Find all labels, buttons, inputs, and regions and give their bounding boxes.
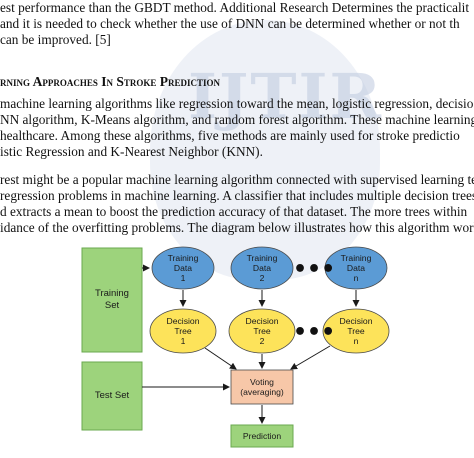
training-data-n-line2: Data (346, 263, 366, 273)
paragraph3-line1: rest might be a popular machine learning… (0, 172, 474, 187)
decision-tree-2-line3: 2 (259, 336, 265, 346)
decision-tree-n-ellipse (322, 308, 390, 354)
test-set-label: Test Set (94, 390, 130, 401)
decision-tree-1-line3: 1 (180, 336, 186, 346)
paragraph1-line1: est performance than the GBDT method. Ad… (0, 0, 470, 15)
paragraph3-line2: regression problems in machine learning.… (0, 188, 474, 203)
section-heading: rning Approaches In Stroke Prediction (0, 74, 221, 89)
prediction-label: Prediction (242, 431, 282, 441)
training-data-1-label: Training Data 1 (152, 253, 214, 283)
arrow-treen-to-voting (290, 345, 331, 370)
decision-tree-1-label: Decision Tree 1 (150, 316, 216, 346)
voting-label-line1: Voting (250, 377, 274, 387)
decision-tree-n-line1: Decision (339, 316, 373, 326)
training-data-2-label: Training Data 2 (231, 253, 293, 283)
paragraph3-line4: idance of the overfitting problems. The … (0, 220, 474, 235)
decision-tree-2-label: Decision Tree 2 (229, 316, 295, 346)
voting-box (230, 369, 294, 405)
training-data-1-line2: Data (173, 263, 193, 273)
paragraph2-line1: machine learning algorithms like regress… (0, 96, 474, 111)
journal-watermark-text: IJTIR (188, 60, 384, 133)
voting-label: Voting (averaging) (231, 377, 293, 397)
paragraph1-line2: and it is needed to check whether the us… (0, 16, 460, 31)
training-data-2-line3: 2 (259, 273, 265, 283)
training-data-2-ellipse (230, 246, 294, 290)
decision-tree-n-label: Decision Tree n (323, 316, 389, 346)
training-data-n-ellipse (324, 246, 388, 290)
journal-watermark-shield (150, 20, 380, 280)
training-data-n-label: Training Data n (325, 253, 387, 283)
training-data-n-line3: n (353, 273, 359, 283)
training-set-label: Training Set (82, 288, 142, 312)
training-data-1-line1: Training (167, 253, 199, 263)
decision-tree-ellipsis: ••• (293, 320, 336, 345)
training-data-1-ellipse (151, 246, 215, 290)
voting-label-line2: (averaging) (240, 387, 284, 397)
decision-tree-1-line1: Decision (166, 316, 200, 326)
training-data-n-line1: Training (340, 253, 372, 263)
paragraph2-line4: istic Regression and K-Nearest Neighbor … (0, 144, 263, 159)
paragraph1-line3: can be improved. [5] (0, 32, 111, 47)
training-data-1-line3: 1 (180, 273, 186, 283)
paragraph2-line3: healthcare. Among these algorithms, five… (0, 128, 460, 143)
decision-tree-1-ellipse (149, 308, 217, 354)
decision-tree-1-line2: Tree (174, 326, 192, 336)
arrow-tree1-to-voting (204, 347, 237, 370)
training-data-2-line2: Data (252, 263, 272, 273)
training-data-ellipsis: ••• (293, 257, 336, 282)
decision-tree-n-line3: n (353, 336, 359, 346)
paragraph2-line2: NN algorithm, K-Means algorithm, and ran… (0, 112, 474, 127)
decision-tree-2-line2: Tree (253, 326, 271, 336)
decision-tree-n-line2: Tree (347, 326, 365, 336)
training-set-label-line2: Set (104, 300, 120, 311)
decision-tree-2-line1: Decision (245, 316, 279, 326)
training-set-box (81, 247, 143, 353)
decision-tree-2-ellipse (228, 308, 296, 354)
prediction-box (230, 424, 294, 448)
test-set-box (81, 361, 143, 431)
training-set-label-line1: Training (95, 288, 129, 299)
paragraph3-line3: d extracts a mean to boost the predictio… (0, 204, 468, 219)
training-data-2-line1: Training (246, 253, 278, 263)
